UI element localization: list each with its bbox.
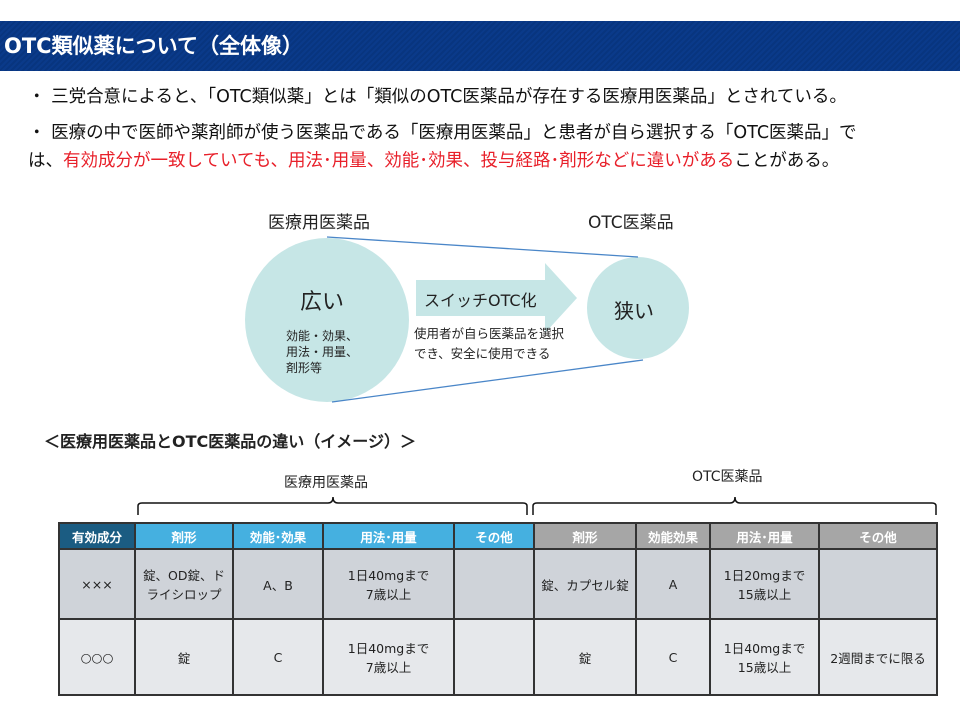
table-header-row: 有効成分剤形効能･効果用法･用量その他剤形効能効果用法･用量その他 bbox=[58, 522, 938, 550]
rx-title: 医療用医薬品 bbox=[268, 213, 370, 233]
wide-sub: 効能・効果、 用法・用量、 剤形等 bbox=[286, 328, 358, 376]
arrow-sub-line: でき、安全に使用できる bbox=[414, 346, 551, 361]
cell-line: 1日20mgまで bbox=[723, 568, 806, 583]
table-cell bbox=[453, 618, 535, 696]
column-header: その他 bbox=[818, 522, 938, 550]
bullet-2-text: ・ 医療の中で医師や薬剤師が使う医薬品である「医療用医薬品」と患者が自ら選択する… bbox=[28, 123, 857, 143]
column-header: 剤形 bbox=[533, 522, 637, 550]
cell-line: 1日40mgまで bbox=[347, 641, 430, 656]
bullet-2-text-cont: は、 bbox=[28, 151, 63, 171]
comparison-table: 有効成分剤形効能･効果用法･用量その他剤形効能効果用法･用量その他 ×××錠、O… bbox=[58, 522, 938, 696]
otc-title: OTC医薬品 bbox=[588, 213, 674, 233]
cell-line: 1日40mgまで bbox=[347, 568, 430, 583]
table-row: ××× 錠、OD錠、ドライシロップ A、B 1日40mgまで 7歳以上 錠、カプセル錠 A 1… bbox=[58, 548, 938, 620]
cell-line: 錠 bbox=[177, 650, 191, 666]
table-cell: 錠、OD錠、ドライシロップ bbox=[134, 548, 234, 620]
cell-line: 7歳以上 bbox=[365, 660, 412, 675]
arrow-sub-line: 使用者が自ら医薬品を選択 bbox=[414, 326, 565, 341]
cell-line: ライシロップ bbox=[146, 587, 222, 602]
column-header: 効能･効果 bbox=[232, 522, 324, 550]
table-cell: A、B bbox=[232, 548, 324, 620]
table-cell: ○○○ bbox=[58, 618, 136, 696]
funnel-line-bottom bbox=[331, 359, 644, 403]
column-header: 用法･用量 bbox=[709, 522, 820, 550]
cell-line: ○○○ bbox=[80, 649, 114, 665]
cell-line: 錠、OD錠、ド bbox=[143, 568, 225, 583]
bullet-1: ・ 三党合意によると、「OTC類似薬」とは「類似のOTC医薬品が存在する医療用医… bbox=[28, 87, 847, 107]
group-label-rx: 医療用医薬品 bbox=[284, 475, 368, 491]
large-circle bbox=[245, 238, 409, 402]
table-cell: 1日40mgまで 7歳以上 bbox=[322, 548, 455, 620]
table-cell: ××× bbox=[58, 548, 136, 620]
wide-sub-line: 剤形等 bbox=[286, 361, 323, 375]
bullet-2-end: ことがある。 bbox=[734, 151, 840, 171]
table-cell: A bbox=[635, 548, 711, 620]
table-row: ○○○ 錠 C 1日40mgまで 7歳以上 錠 C 1日40mgまで 15歳以上 2週間までに限る bbox=[58, 618, 938, 696]
table-cell: 錠 bbox=[533, 618, 637, 696]
cell-line: A bbox=[668, 576, 678, 592]
column-header: その他 bbox=[453, 522, 535, 550]
table-cell: 錠 bbox=[134, 618, 234, 696]
cell-line: 錠、カプセル錠 bbox=[541, 577, 629, 593]
table-cell: C bbox=[635, 618, 711, 696]
table-cell: 2週間までに限る bbox=[818, 618, 938, 696]
wide-sub-line: 効能・効果、 bbox=[286, 329, 359, 343]
arrow-sub: 使用者が自ら医薬品を選択 でき、安全に使用できる bbox=[414, 324, 564, 364]
switch-arrow bbox=[416, 263, 577, 333]
table-cell: C bbox=[232, 618, 324, 696]
column-header: 有効成分 bbox=[58, 522, 136, 550]
column-header: 剤形 bbox=[134, 522, 234, 550]
brace-otc bbox=[532, 496, 937, 515]
cell-line: 錠 bbox=[578, 650, 592, 666]
table-title: ＜医療用医薬品とOTC医薬品の違い（イメージ）＞ bbox=[44, 432, 416, 451]
table-cell: 1日20mgまで 15歳以上 bbox=[709, 548, 820, 620]
bullet-2-highlight: 有効成分が一致していても、用法･用量、効能･効果、投与経路･剤形などに違いがある bbox=[63, 151, 735, 171]
cell-line: 15歳以上 bbox=[737, 660, 792, 675]
cell-line: A、B bbox=[263, 577, 293, 593]
small-circle bbox=[587, 257, 689, 359]
cell-line: C bbox=[668, 649, 678, 665]
group-label-otc: OTC医薬品 bbox=[692, 469, 763, 485]
slide-title: OTC類似薬について（全体像） bbox=[0, 21, 960, 71]
cell-line: C bbox=[273, 649, 283, 665]
cell-line: 7歳以上 bbox=[365, 587, 412, 602]
wide-sub-line: 用法・用量、 bbox=[286, 345, 359, 359]
table-cell bbox=[818, 548, 938, 620]
cell-line: ××× bbox=[81, 576, 113, 592]
cell-line: 2週間までに限る bbox=[830, 650, 926, 666]
table-cell bbox=[453, 548, 535, 620]
brace-rx bbox=[137, 496, 528, 515]
funnel-line-top bbox=[326, 236, 639, 258]
arrow-label: スイッチOTC化 bbox=[424, 291, 537, 310]
table-cell: 1日40mgまで 7歳以上 bbox=[322, 618, 455, 696]
narrow-label: 狭い bbox=[614, 299, 654, 323]
table-cell: 1日40mgまで 15歳以上 bbox=[709, 618, 820, 696]
column-header: 効能効果 bbox=[635, 522, 711, 550]
cell-line: 1日40mgまで bbox=[723, 641, 806, 656]
table-cell: 錠、カプセル錠 bbox=[533, 548, 637, 620]
bullet-2: ・ 医療の中で医師や薬剤師が使う医薬品である「医療用医薬品」と患者が自ら選択する… bbox=[28, 119, 857, 175]
wide-label: 広い bbox=[300, 290, 345, 315]
column-header: 用法･用量 bbox=[322, 522, 455, 550]
cell-line: 15歳以上 bbox=[737, 587, 792, 602]
